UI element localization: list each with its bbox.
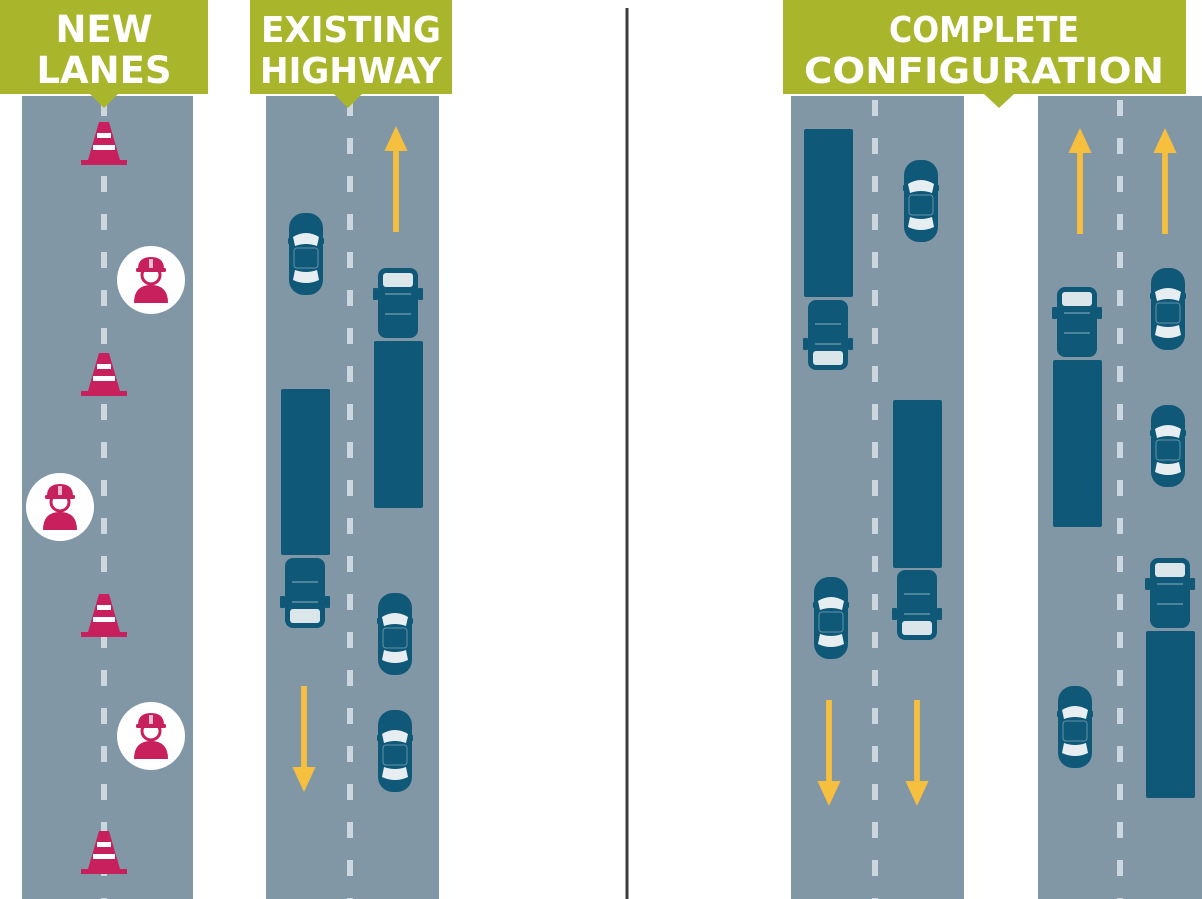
construction-worker-icon [25,472,95,542]
svg-text:CONFIGURATION: CONFIGURATION [804,51,1164,92]
truck-icon [803,129,853,371]
car-icon [1150,404,1186,488]
car-icon [813,576,849,660]
svg-text:EXISTING: EXISTING [261,10,441,51]
label-new-lanes: NEW LANES [0,0,208,108]
car-icon [903,159,939,243]
car-icon [377,592,413,676]
svg-text:HIGHWAY: HIGHWAY [260,51,443,92]
truck-icon [1145,557,1195,798]
truck-icon [892,400,942,641]
svg-text:LANES: LANES [36,49,171,92]
construction-worker-icon [116,701,186,771]
car-icon [1150,267,1186,351]
svg-text:NEW: NEW [55,8,152,51]
label-existing-highway: EXISTING HIGHWAY [250,0,452,108]
truck-icon [1052,286,1102,527]
construction-worker-icon [116,245,186,315]
truck-icon [280,389,330,629]
car-icon [377,709,413,793]
svg-text:COMPLETE: COMPLETE [889,10,1079,51]
car-icon [288,212,324,296]
truck-icon [373,267,423,508]
car-icon [1057,685,1093,769]
label-complete-configuration: COMPLETE CONFIGURATION [783,0,1186,108]
